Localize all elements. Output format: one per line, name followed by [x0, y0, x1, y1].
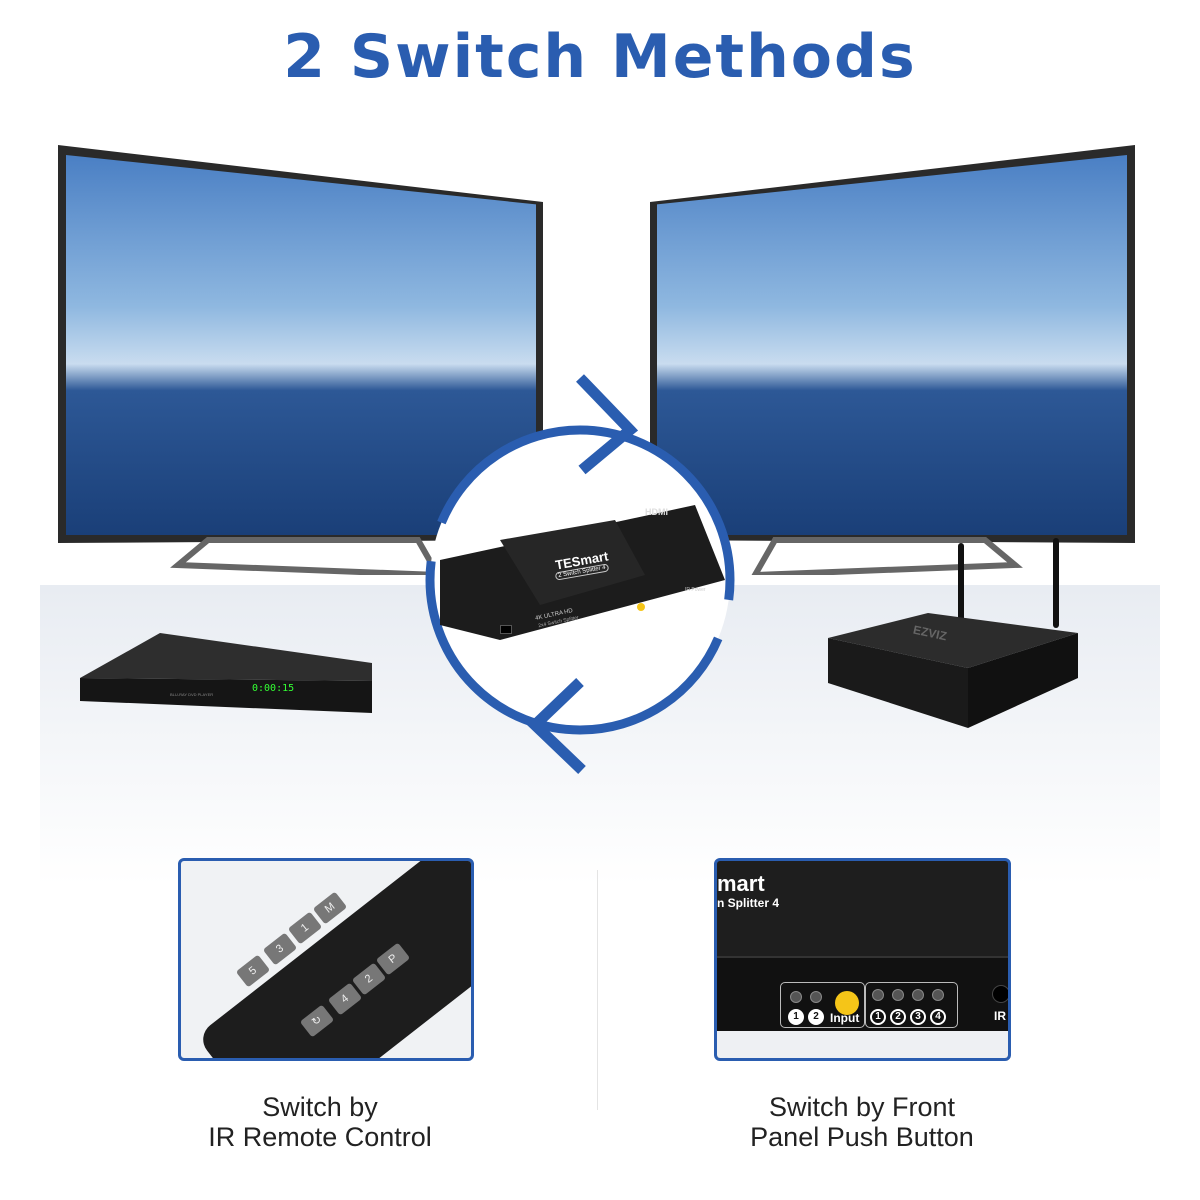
- remote-button-1[interactable]: 1: [287, 911, 323, 945]
- dvd-label: BLU-RAY DVD PLAYER: [170, 692, 214, 697]
- input-led-2: [810, 991, 822, 1003]
- dvd-player: 0:00:15 BLU-RAY DVD PLAYER: [80, 633, 372, 718]
- input-push-button[interactable]: [835, 991, 859, 1015]
- wifi-router: EZVIZ: [828, 538, 1080, 738]
- output-led-3: [912, 989, 924, 1001]
- remote-button-m[interactable]: M: [312, 891, 348, 925]
- input-number-2: 2: [808, 1009, 824, 1025]
- dvd-display: 0:00:15: [252, 683, 295, 694]
- output-led-2: [892, 989, 904, 1001]
- method-1-line1: Switch by: [262, 1092, 378, 1122]
- divider: [597, 870, 598, 1110]
- front-brand-fragment: mart: [717, 871, 765, 896]
- method-1-line2: IR Remote Control: [208, 1122, 432, 1152]
- input-button-label: Input: [830, 1011, 860, 1025]
- device-input-button[interactable]: [637, 603, 645, 611]
- output-led-4: [932, 989, 944, 1001]
- method-1-label: Switch by IR Remote Control: [170, 1092, 470, 1152]
- method-2-line1: Switch by Front: [768, 1092, 956, 1122]
- input-led-1: [790, 991, 802, 1003]
- page-title: 2 Switch Methods: [283, 22, 917, 92]
- right-tv: [650, 145, 1135, 575]
- input-number-1: 1: [788, 1009, 804, 1025]
- output-number-1: 1: [870, 1009, 886, 1025]
- ir-remote-panel: M 1 3 5 P 2 4 ↻: [178, 858, 474, 1061]
- hdmi-splitter-device: HDMI TESmart 2 Switch Splitter 4 4K ULTR…: [440, 505, 730, 640]
- ir-remote-image: [195, 861, 471, 1058]
- output-led-1: [872, 989, 884, 1001]
- device-ports-label: IR Power: [685, 587, 706, 593]
- method-2-line2: Panel Push Button: [750, 1122, 974, 1152]
- left-tv: [58, 145, 543, 575]
- front-model-fragment: n Splitter 4: [717, 896, 780, 910]
- output-number-2: 2: [890, 1009, 906, 1025]
- output-number-3: 3: [910, 1009, 926, 1025]
- front-panel-button-panel: mart n Splitter 4 1 2 Input 1 2 3 4 IR: [714, 858, 1011, 1061]
- device-hdmi-logo: HDMI: [645, 507, 668, 517]
- ir-sensor: [992, 985, 1008, 1003]
- ir-label: IR: [994, 1009, 1006, 1023]
- device-power-switch[interactable]: [500, 625, 512, 634]
- method-2-label: Switch by Front Panel Push Button: [712, 1092, 1012, 1152]
- output-number-4: 4: [930, 1009, 946, 1025]
